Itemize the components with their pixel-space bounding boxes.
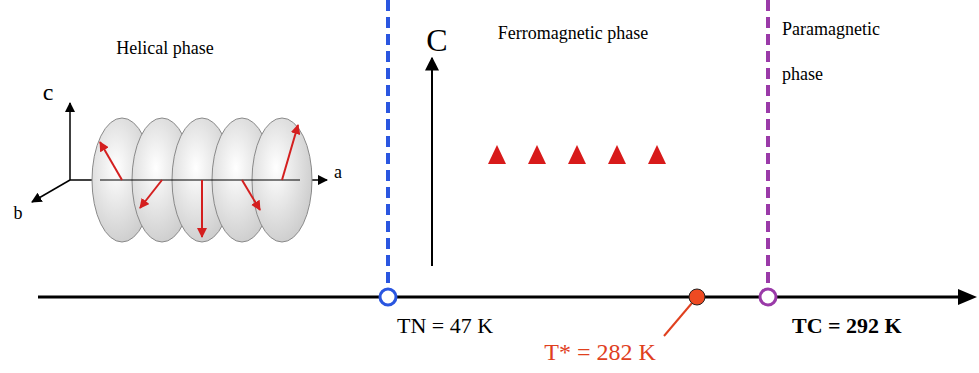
tc-marker	[760, 289, 776, 305]
helix-disks	[92, 118, 312, 242]
phase-name: Paramagnetic phase	[782, 7, 892, 97]
helix-axis	[100, 179, 300, 180]
axis-label: b	[14, 204, 23, 222]
leader-line	[664, 303, 692, 336]
temperature-label: TN = 47 K	[397, 315, 493, 337]
boundary-line	[766, 0, 770, 286]
axis-head	[958, 289, 977, 305]
axis-label: c	[43, 80, 54, 104]
boundary-line	[386, 0, 390, 286]
c-axis	[69, 103, 71, 180]
phase-name: Ferromagnetic phase	[498, 24, 648, 42]
axis-label: C	[426, 24, 447, 56]
spin-heads	[488, 145, 666, 164]
c-axis	[431, 58, 433, 266]
tstar-marker	[689, 289, 705, 305]
tn-marker	[380, 289, 396, 305]
helix-spins	[100, 125, 298, 237]
temperature-label: TC = 292 K	[792, 315, 902, 337]
a-axis	[70, 179, 327, 181]
temperature-label: T* = 282 K	[544, 340, 656, 364]
ferro-spins	[497, 162, 657, 245]
axis-label: a	[334, 163, 342, 181]
temperature-axis	[38, 296, 962, 299]
b-axis	[32, 180, 70, 202]
phase-name: Helical phase	[116, 39, 213, 57]
